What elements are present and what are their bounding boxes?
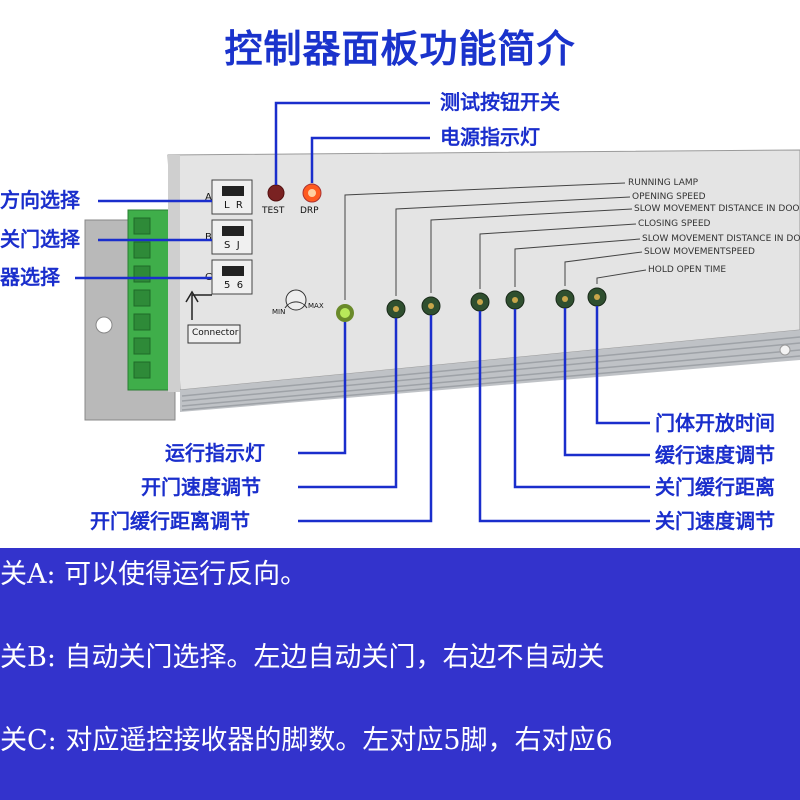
callout-receiver-select: 器选择: [0, 265, 60, 289]
min-label: MIN: [272, 308, 286, 316]
callout-test-switch: 测试按钮开关: [440, 90, 560, 114]
panel-label-running-lamp: RUNNING LAMP: [628, 178, 699, 188]
switch-a-label: A: [205, 192, 212, 203]
panel-label-slow-distance-open: SLOW MOVEMENT DISTANCE IN DOO: [634, 204, 800, 214]
test-label: TEST: [262, 206, 285, 216]
switch-c-positions: 5 6: [224, 280, 244, 291]
description-switch-a: 关A: 可以使得运行反向。: [0, 559, 308, 590]
callout-closing-speed: 关门速度调节: [655, 509, 775, 533]
panel-label-slow-speed: SLOW MOVEMENTSPEED: [644, 247, 755, 257]
max-label: MAX: [308, 302, 324, 310]
panel-label-closing-speed: CLOSING SPEED: [638, 219, 711, 229]
description-banner: 关A: 可以使得运行反向。 关B: 自动关门选择。左边自动关门，右边不自动关 关…: [0, 548, 800, 800]
callout-hold-open-time: 门体开放时间: [655, 411, 775, 435]
callout-direction-select: 方向选择: [0, 188, 80, 212]
callout-running-light: 运行指示灯: [165, 441, 265, 465]
panel-label-hold-open: HOLD OPEN TIME: [648, 265, 727, 275]
drp-label: DRP: [300, 206, 319, 216]
page-title: 控制器面板功能简介: [224, 27, 576, 71]
callout-opening-slow-distance: 开门缓行距离调节: [90, 509, 250, 533]
callout-close-door-select: 关门选择: [0, 227, 80, 251]
callout-slow-speed: 缓行速度调节: [655, 443, 775, 467]
description-switch-c: 关C: 对应遥控接收器的脚数。左对应5脚，右对应6: [0, 725, 613, 756]
callout-power-light: 电源指示灯: [440, 125, 540, 149]
callout-opening-speed: 开门速度调节: [141, 475, 261, 499]
description-switch-b: 关B: 自动关门选择。左边自动关门，右边不自动关: [0, 642, 605, 673]
switch-b-positions: S J: [224, 240, 240, 251]
connector-label: Connector: [192, 328, 239, 338]
controller-device-illustration: [84, 149, 800, 421]
switch-a-positions: L R: [224, 200, 243, 211]
panel-label-slow-distance-close: SLOW MOVEMENT DISTANCE IN DO: [642, 234, 800, 244]
callout-leader-lines: [75, 101, 650, 523]
callout-closing-slow-distance: 关门缓行距离: [655, 475, 775, 499]
switch-b-label: B: [205, 232, 212, 243]
panel-label-opening-speed: OPENING SPEED: [632, 192, 706, 202]
